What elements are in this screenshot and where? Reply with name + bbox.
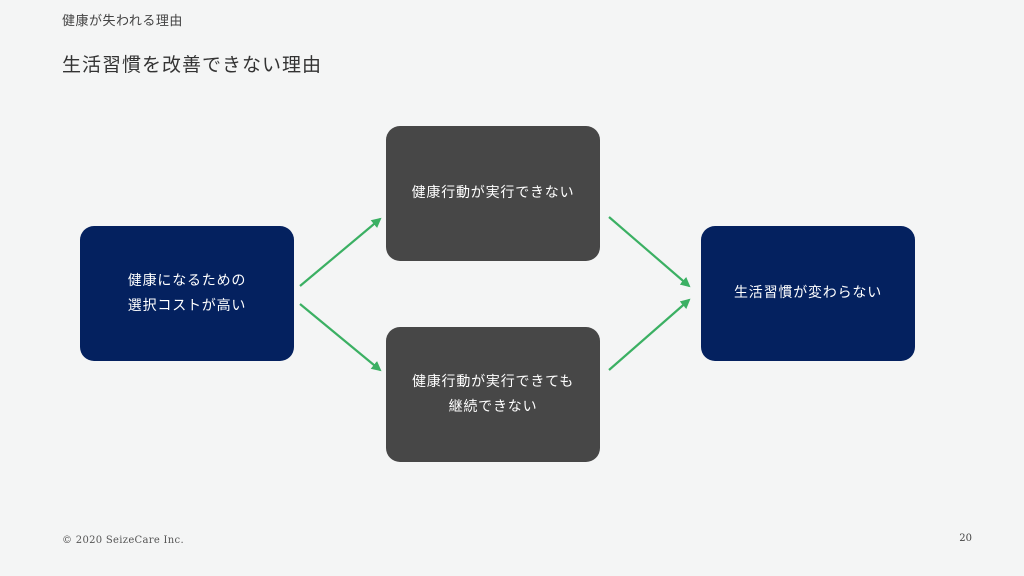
slide-title: 生活習慣を改善できない理由 xyxy=(62,54,323,76)
box-habits-unchanged-text: 生活習慣が変わらない xyxy=(734,281,882,306)
box-cannot-continue-line1: 健康行動が実行できても xyxy=(411,373,575,390)
arrow-choice-to-action xyxy=(299,217,382,287)
box-cannot-act: 健康行動が実行できない xyxy=(386,126,600,261)
page-number: 20 xyxy=(959,533,972,544)
box-cannot-continue-text: 健康行動が実行できても 継続できない xyxy=(412,370,574,420)
arrow-choice-to-continue xyxy=(299,303,382,372)
box-cannot-act-text: 健康行動が実行できない xyxy=(412,181,575,206)
slide-subtitle: 健康が失われる理由 xyxy=(62,14,183,29)
box-cannot-act-line1: 健康行動が実行できない xyxy=(411,185,575,201)
arrow-action-to-result xyxy=(608,216,691,288)
box-habits-unchanged: 生活習慣が変わらない xyxy=(701,226,915,361)
copyright-footer: © 2020 SeizeCare Inc. xyxy=(62,535,184,546)
box-choice-cost-line2: 選択コストが高い xyxy=(127,297,247,314)
box-choice-cost-text: 健康になるための 選択コストが高い xyxy=(128,269,246,319)
box-cannot-continue-line2: 継続できない xyxy=(448,398,538,415)
box-habits-unchanged-line1: 生活習慣が変わらない xyxy=(734,285,882,301)
box-choice-cost-line1: 健康になるための xyxy=(127,272,247,289)
arrow-continue-to-result xyxy=(608,298,691,371)
box-choice-cost: 健康になるための 選択コストが高い xyxy=(80,226,294,361)
box-cannot-continue: 健康行動が実行できても 継続できない xyxy=(386,327,600,462)
